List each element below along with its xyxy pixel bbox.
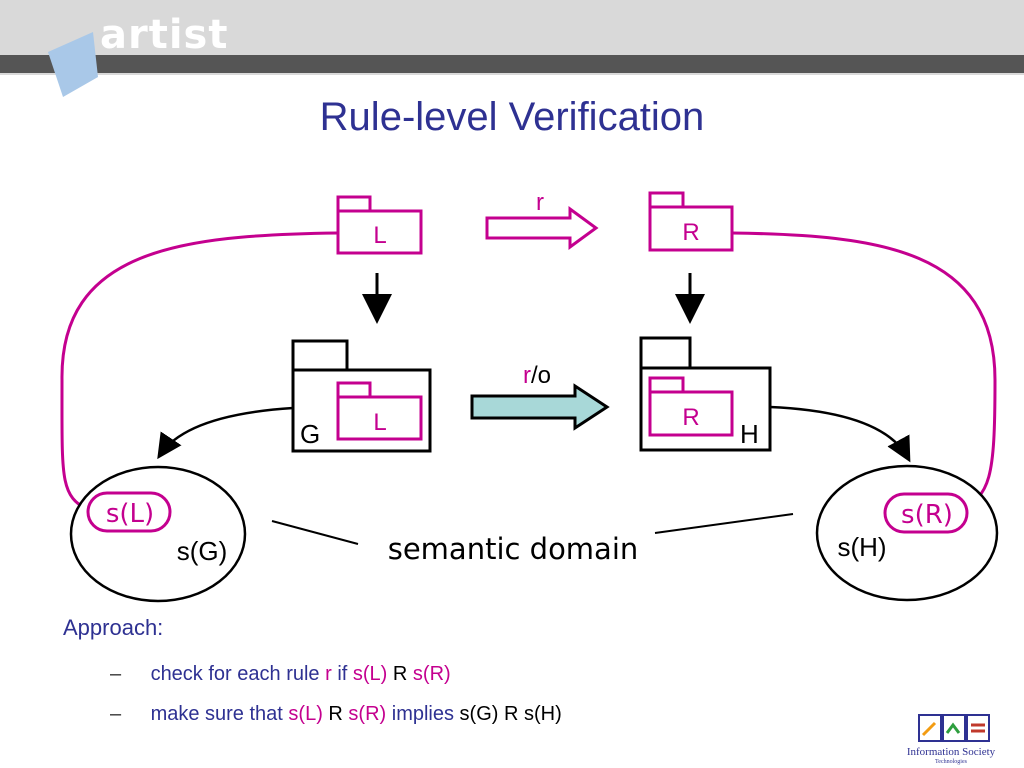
- bullet-2-R: R: [322, 703, 349, 725]
- graph-H-label: H: [740, 419, 759, 449]
- bullet-1-sL: s(L): [352, 663, 388, 685]
- pill-sR-label: s(R): [901, 500, 953, 530]
- pill-sR: [883, 492, 969, 534]
- connector-H-sH: [769, 405, 911, 463]
- bullet-1-sR: s(R): [412, 663, 451, 685]
- slide-title: Rule-level Verification: [319, 95, 705, 139]
- ellipse-sG: [69, 465, 247, 603]
- bullet-2-sG-R-sH: s(G) R s(H): [459, 703, 562, 725]
- bullet-2-text-1: make sure that: [150, 703, 289, 725]
- rule-arrow-top: [485, 206, 599, 250]
- ist-logo-subtext: Technologies: [935, 759, 967, 765]
- graph-G-inner-label: L: [373, 409, 386, 436]
- bullet-1-dash: –: [110, 663, 122, 685]
- approach-heading: Approach:: [63, 615, 164, 640]
- sG-label: s(G): [177, 536, 228, 566]
- semantic-domain-label: semantic domain: [388, 532, 639, 566]
- rule-application-label-r: r: [523, 362, 531, 389]
- sH-label: s(H): [837, 532, 886, 562]
- bullet-2: – make sure that s(L) R s(R) implies s(G…: [110, 703, 562, 726]
- bullet-2-implies: implies: [386, 703, 460, 725]
- bullet-1-text-1: check for each rule: [150, 663, 326, 685]
- bullet-1-rule: r: [325, 663, 332, 685]
- semantic-line-right: [654, 513, 794, 534]
- bullet-2-sL: s(L): [288, 703, 323, 725]
- package-R-top-label: R: [682, 219, 699, 246]
- right-magenta-curve: [731, 231, 997, 512]
- connector-G-sG: [157, 406, 294, 460]
- ist-logo-text: Information Society: [906, 746, 996, 758]
- bullet-1-R: R: [387, 663, 413, 685]
- graph-H-inner-label: R: [682, 404, 699, 431]
- rule-arrow-top-label: r: [536, 189, 544, 216]
- rule-application-arrow: [470, 383, 610, 431]
- artist-logo-text: artist: [100, 12, 229, 58]
- pill-sL-label: s(L): [106, 499, 154, 529]
- bullet-2-dash: –: [110, 703, 122, 725]
- left-magenta-curve: [60, 231, 339, 512]
- artist-logo-shape: [48, 32, 98, 97]
- bullet-1-text-2: if: [331, 663, 353, 685]
- graph-G-label: G: [300, 419, 320, 449]
- package-L-top: L: [336, 195, 423, 255]
- rule-application-label-o: /o: [531, 362, 551, 389]
- package-R-top: R: [648, 191, 734, 252]
- graph-H: R H: [639, 336, 772, 452]
- pill-sL: [86, 491, 172, 533]
- rule-application-label: r/o: [523, 362, 551, 389]
- semantic-line-left: [271, 520, 359, 545]
- bullet-1: – check for each rule r if s(L) R s(R): [110, 663, 451, 686]
- header-stripe: [0, 55, 1024, 73]
- bullet-2-sR: s(R): [348, 703, 387, 725]
- ist-logo-icon: [918, 714, 990, 742]
- package-L-top-label: L: [373, 222, 386, 249]
- graph-G: L G: [291, 339, 432, 453]
